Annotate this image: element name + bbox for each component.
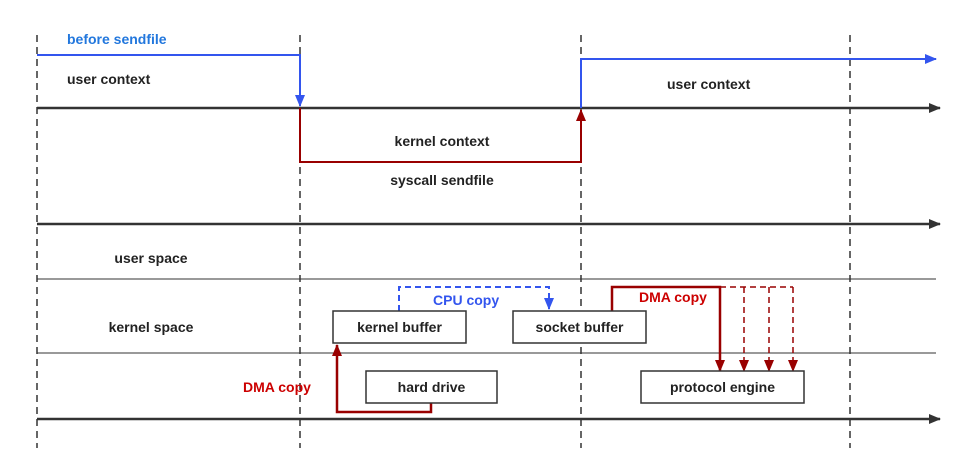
user-context-left-label: user context xyxy=(67,71,151,87)
kernel-space-label: kernel space xyxy=(109,319,194,335)
dma-copy-arrow-solid xyxy=(610,285,725,372)
hard-drive-label: hard drive xyxy=(398,379,466,395)
socket-buffer-label: socket buffer xyxy=(536,319,624,335)
user-context-right-label: user context xyxy=(667,76,751,92)
socket-buffer-box: socket buffer xyxy=(512,310,647,344)
kernel-context-label: kernel context xyxy=(395,133,490,149)
cpu-copy-arrow xyxy=(398,286,554,311)
dma-copy-bottom-label: DMA copy xyxy=(243,379,311,395)
return-user-flow xyxy=(580,54,937,108)
protocol-engine-box: protocol engine xyxy=(640,370,805,404)
dma-copy-arrow-disk xyxy=(332,344,433,414)
dma-copy-top-label: DMA copy xyxy=(639,289,707,305)
hard-drive-box: hard drive xyxy=(365,370,498,404)
before-sendfile-flow xyxy=(37,54,305,107)
cpu-copy-label: CPU copy xyxy=(433,292,499,308)
before-sendfile-label: before sendfile xyxy=(67,31,167,47)
protocol-engine-label: protocol engine xyxy=(670,379,775,395)
kernel-buffer-box: kernel buffer xyxy=(332,310,467,344)
kernel-context-flow xyxy=(299,108,586,163)
kernel-buffer-label: kernel buffer xyxy=(357,319,442,335)
user-space-label: user space xyxy=(114,250,187,266)
syscall-sendfile-label: syscall sendfile xyxy=(390,172,494,188)
